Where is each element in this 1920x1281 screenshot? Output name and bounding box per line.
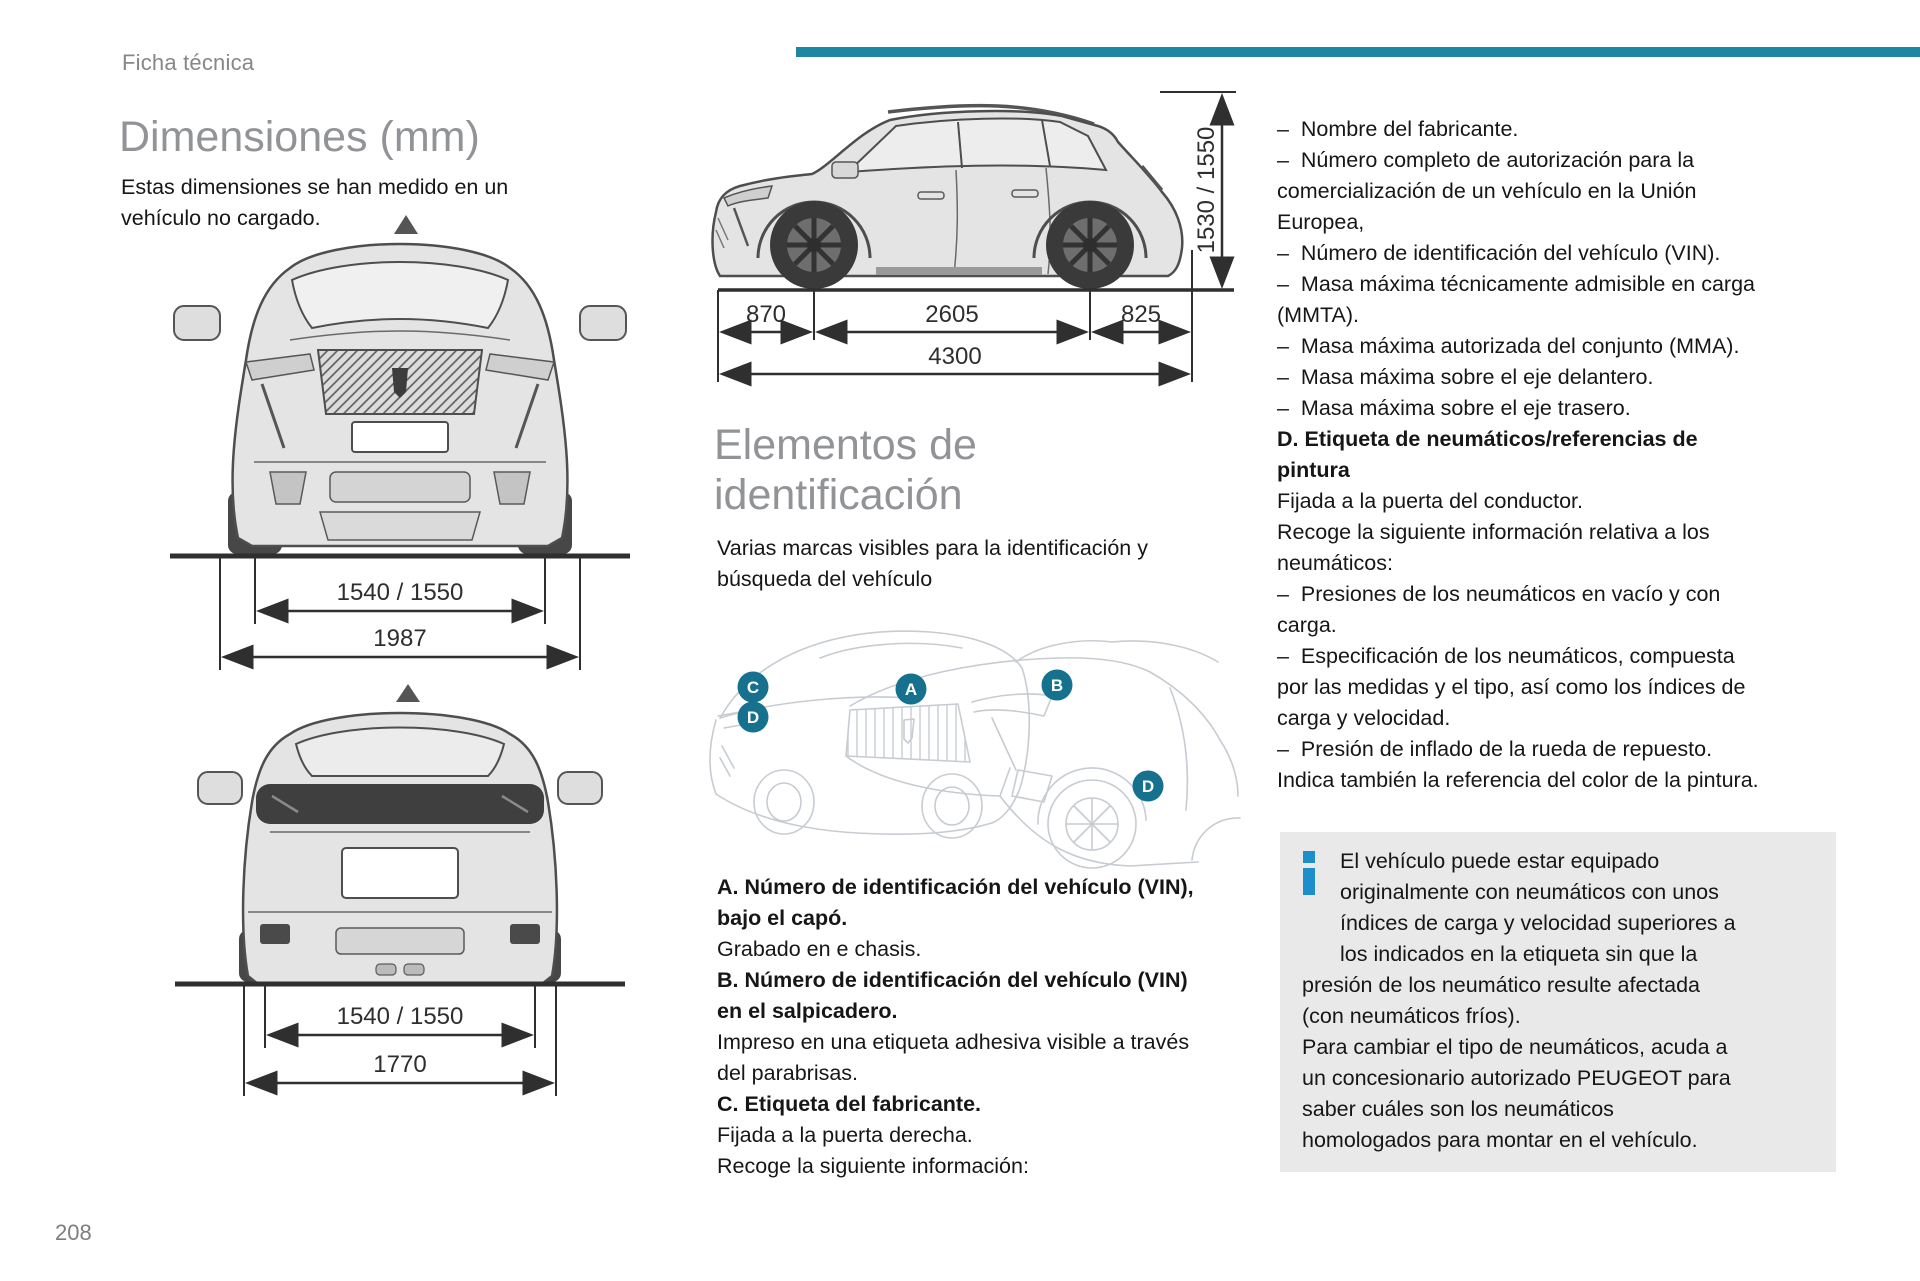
badge-B: B — [1041, 669, 1073, 701]
svg-text:B: B — [1051, 676, 1063, 695]
side-wheelbase-dimension: 2605 — [925, 301, 978, 328]
identification-intro: Varias marcas visibles para la identific… — [717, 536, 1148, 591]
right-column-line: Recoge la siguiente información relativa… — [1277, 520, 1710, 575]
right-column-line: D. Etiqueta de neumáticos/referencias de… — [1277, 427, 1698, 482]
breadcrumb: Ficha técnica — [122, 50, 255, 75]
side-rear-overhang-dimension: 825 — [1121, 301, 1161, 328]
brand-logo — [392, 368, 408, 398]
right-column-line: – Número de identificación del vehículo … — [1277, 241, 1721, 265]
badge-C: C — [737, 671, 769, 703]
front-view-diagram: 1540 / 1550 1987 — [170, 215, 630, 670]
license-plate — [351, 421, 449, 453]
accent-bar — [796, 47, 1920, 57]
headlight — [722, 185, 774, 208]
side-height-dimension: 1530 / 1550 — [1193, 127, 1220, 254]
info-box: El vehículo puede estar equipado origina… — [1280, 832, 1836, 1172]
identification-badges: C D A B D — [737, 669, 1164, 802]
side-car-illustration — [711, 103, 1234, 292]
info-icon — [1302, 846, 1340, 940]
identification-diagram: C D A B D — [709, 630, 1241, 869]
identification-title: Elementos de identificación — [714, 421, 977, 519]
rear-wheel — [1046, 201, 1134, 289]
headlight-right — [485, 353, 556, 381]
rear-track-dimension: 1540 / 1550 — [337, 1003, 464, 1030]
right-column-line: – Nombre del fabricante. — [1277, 117, 1519, 141]
rear-dimensions: 1540 / 1550 1770 — [243, 984, 557, 1096]
sketch-cars — [709, 630, 1241, 869]
identification-line: C. Etiqueta del fabricante. — [717, 1092, 982, 1116]
identification-line: Grabado en e chasis. — [717, 937, 922, 961]
right-column-line: – Especificación de los neumáticos, comp… — [1277, 644, 1746, 730]
right-column-line: – Número completo de autorización para l… — [1277, 148, 1697, 234]
right-column: – Nombre del fabricante. – Número complet… — [1277, 114, 1764, 796]
identification-line: Impreso en una etiqueta adhesiva visible… — [717, 1030, 1190, 1085]
antenna-fin — [396, 684, 420, 702]
rear-window — [294, 726, 506, 777]
side-overall-length-dimension: 4300 — [928, 343, 981, 370]
identification-items: A. Número de identificación del vehículo… — [717, 872, 1197, 1182]
svg-text:A: A — [905, 680, 917, 699]
dimensions-intro: Estas dimensiones se han medido en un ve… — [121, 175, 509, 230]
front-dimensions: 1540 / 1550 1987 — [219, 556, 581, 670]
roof-rail — [887, 103, 1095, 126]
side-windows — [845, 117, 1108, 174]
license-plate — [341, 847, 459, 899]
svg-text:D: D — [747, 708, 759, 727]
side-front-overhang-dimension: 870 — [746, 301, 786, 328]
right-column-line: – Masa máxima técnicamente admisible en … — [1277, 272, 1755, 327]
side-view-diagram: 870 2605 825 4300 1530 / 1550 — [711, 91, 1236, 387]
side-dimensions: 870 2605 825 4300 1530 / 1550 — [717, 91, 1236, 387]
right-column-line: – Masa máxima sobre el eje delantero. — [1277, 365, 1654, 389]
info-box-text: El vehículo puede estar equipado origina… — [1302, 849, 1736, 1028]
taillight — [1140, 165, 1164, 191]
right-column-line: Fijada a la puerta del conductor. — [1277, 489, 1583, 513]
front-car-illustration — [170, 215, 630, 559]
right-column-line: – Masa máxima autorizada del conjunto (M… — [1277, 334, 1740, 358]
front-overall-width-dimension: 1987 — [373, 625, 426, 652]
headlight-left — [244, 353, 315, 381]
identification-line: B. Número de identificación del vehículo… — [717, 968, 1188, 1023]
badge-D-left: D — [737, 701, 769, 733]
antenna-fin — [394, 215, 418, 234]
badge-A: A — [895, 673, 927, 705]
identification-line: Recoge la siguiente información: — [717, 1154, 1029, 1178]
right-column-line: Indica también la referencia del color d… — [1277, 768, 1759, 792]
front-track-dimension: 1540 / 1550 — [337, 579, 464, 606]
right-column-line: – Presiones de los neumáticos en vacío y… — [1277, 582, 1721, 637]
info-box-text-2: Para cambiar el tipo de neumáticos, acud… — [1302, 1035, 1731, 1152]
svg-text:C: C — [747, 678, 759, 697]
right-column-line: – Presión de inflado de la rueda de repu… — [1277, 737, 1713, 761]
front-wheel — [770, 201, 858, 289]
windshield — [290, 261, 510, 330]
dimensions-title: Dimensiones (mm) — [119, 113, 480, 161]
badge-D-right: D — [1132, 770, 1164, 802]
rear-view-diagram: 1540 / 1550 1770 — [175, 684, 625, 1096]
identification-line: Fijada a la puerta derecha. — [717, 1123, 973, 1147]
rear-overall-width-dimension: 1770 — [373, 1051, 426, 1078]
svg-text:D: D — [1142, 777, 1154, 796]
page-number: 208 — [55, 1220, 92, 1245]
right-column-line: – Masa máxima sobre el eje trasero. — [1277, 396, 1631, 420]
door-mirror — [831, 161, 859, 179]
rear-car-illustration — [175, 684, 625, 987]
identification-line: A. Número de identificación del vehículo… — [717, 875, 1194, 930]
taillight-band — [256, 784, 544, 824]
